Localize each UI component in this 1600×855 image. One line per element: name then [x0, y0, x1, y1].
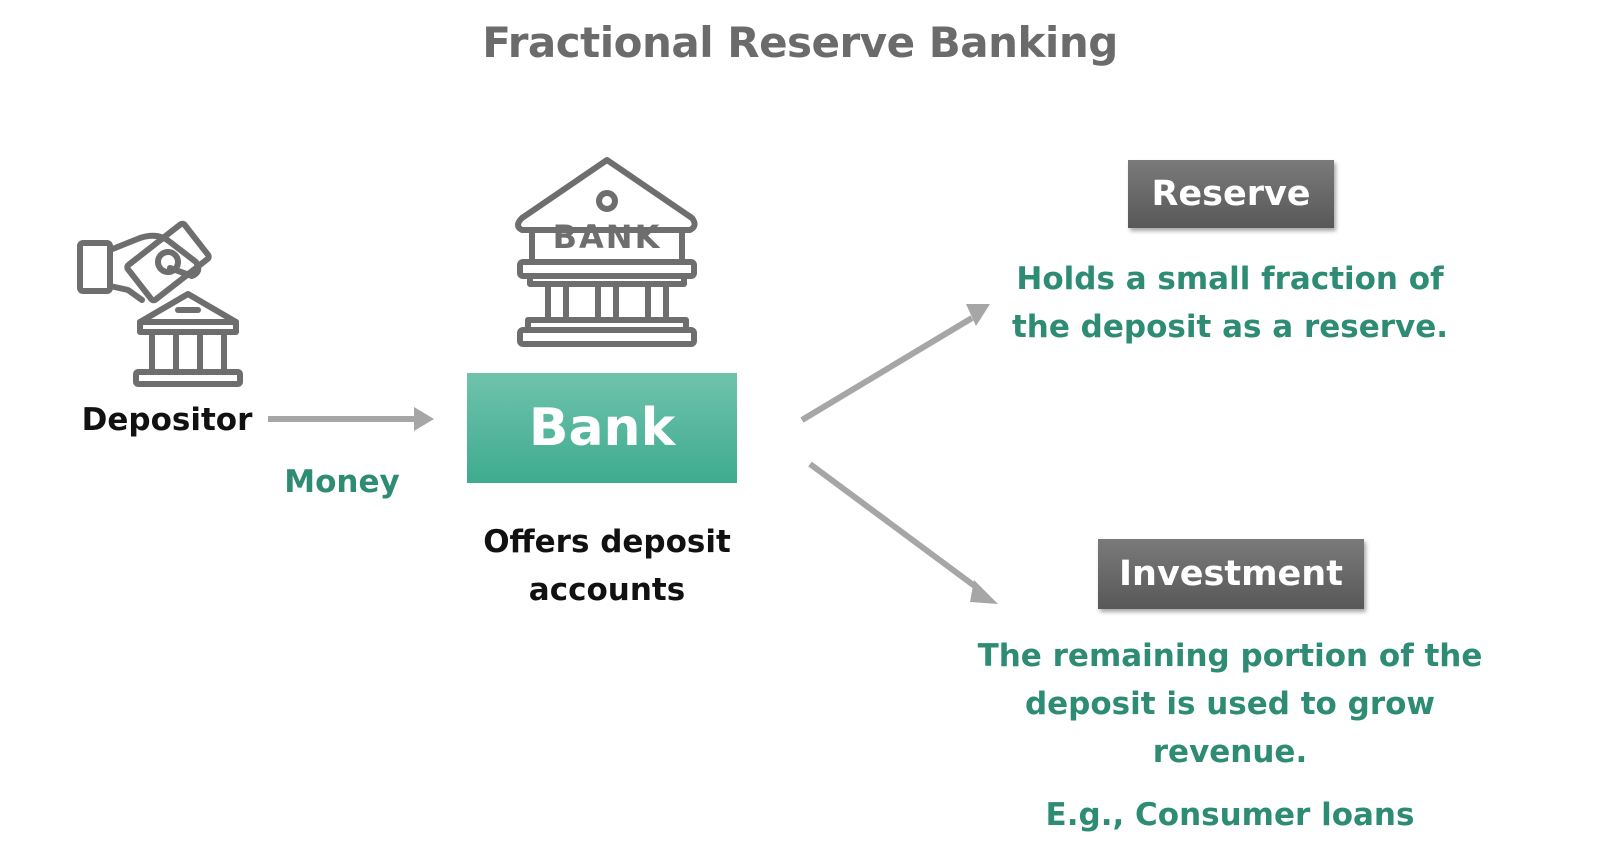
bank-description-line2: accounts — [528, 572, 686, 608]
investment-description-line3: revenue. — [1152, 734, 1308, 770]
reserve-label: Reserve — [1151, 174, 1311, 214]
bank-description: Offers deposit accounts — [462, 518, 752, 614]
reserve-description-line1: Holds a small fraction of — [1016, 261, 1444, 297]
investment-example: E.g., Consumer loans — [1045, 797, 1415, 833]
investment-label: Investment — [1119, 554, 1343, 594]
reserve-box: Reserve — [1128, 160, 1334, 228]
investment-description-line1: The remaining portion of the — [977, 638, 1483, 674]
arrow-to-reserve — [800, 304, 990, 423]
bank-icon-text: BANK — [552, 218, 662, 256]
arrow-to-investment — [808, 461, 998, 604]
reserve-description: Holds a small fraction of the deposit as… — [980, 255, 1480, 351]
money-label: Money — [284, 464, 400, 500]
reserve-description-line2: the deposit as a reserve. — [1011, 309, 1449, 345]
investment-box: Investment — [1098, 539, 1364, 609]
bank-description-line1: Offers deposit — [483, 524, 731, 560]
investment-description: The remaining portion of the deposit is … — [960, 632, 1500, 776]
page-title: Fractional Reserve Banking — [482, 18, 1118, 67]
bank-box: Bank — [467, 373, 737, 483]
investment-description-line2: deposit is used to grow — [1024, 686, 1436, 722]
depositor-label: Depositor — [81, 402, 253, 438]
bank-box-label: Bank — [528, 398, 676, 458]
